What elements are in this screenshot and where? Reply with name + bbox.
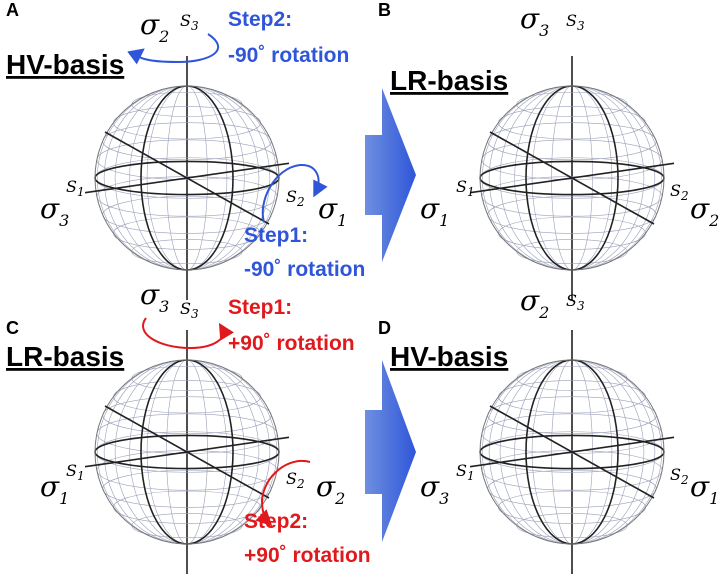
s-right-c: S2 [286, 469, 305, 491]
s-left-a: S1 [66, 177, 85, 199]
step-top-a-line2: -90˚ rotation [228, 44, 349, 67]
sigma-left-c: σ1 [40, 470, 69, 508]
s-left-c: S1 [66, 461, 85, 483]
sigma-right-d: σ1 [690, 470, 719, 508]
sigma-top-a: σ2 [140, 8, 169, 46]
step-top-a-line1: Step2: [228, 8, 292, 31]
poincare-sphere-d [469, 330, 675, 574]
step-bottom-c-line2: +90˚ rotation [244, 544, 371, 567]
rotation-arrow-bottom-a [261, 163, 328, 223]
rotation-arrow-top-c [142, 317, 234, 350]
axis-s2 [489, 131, 655, 225]
axis-s2 [489, 405, 655, 499]
axis-s2 [104, 131, 270, 225]
sigma-top-d: σ2 [520, 284, 549, 322]
sigma-right-c: σ2 [316, 470, 345, 508]
s-right-d: S2 [670, 465, 689, 487]
step-bottom-a-line1: Step1: [244, 224, 308, 247]
s-top-c: S3 [180, 299, 199, 321]
s-left-b: S1 [456, 177, 475, 199]
step-top-c-line1: Step1: [228, 296, 292, 319]
sigma-left-b: σ1 [420, 192, 449, 230]
s-top-d: S3 [566, 291, 585, 313]
sigma-right-a: σ1 [318, 192, 347, 230]
basis-label-c: LR-basis [6, 341, 124, 372]
s-right-b: S2 [670, 181, 689, 203]
sigma-left-d: σ3 [420, 470, 449, 508]
sigma-top-c: σ3 [140, 278, 169, 316]
step-bottom-a-line2: -90˚ rotation [244, 258, 365, 281]
step-bottom-c-line1: Step2: [244, 510, 308, 533]
poincare-sphere-c [84, 330, 290, 574]
s-left-d: S1 [456, 461, 475, 483]
panel-letter-c: C [6, 318, 19, 338]
s-right-a: S2 [286, 187, 305, 209]
sphere-outline [94, 359, 280, 545]
sphere-outline [94, 85, 280, 271]
axis-s2 [104, 405, 270, 499]
rotation-arrow-bottom-c [255, 459, 311, 527]
sphere-outline [479, 85, 665, 271]
step-top-c-line2: +90˚ rotation [228, 332, 355, 355]
panel-letter-a: A [6, 0, 19, 20]
panel-letter-d: D [378, 318, 391, 338]
sigma-top-b: σ3 [520, 2, 549, 40]
basis-label-a: HV-basis [6, 49, 124, 80]
transform-arrow-top [365, 88, 416, 262]
s-top-b: S3 [566, 11, 585, 33]
panel-letter-b: B [378, 0, 391, 20]
sigma-right-b: σ2 [690, 192, 719, 230]
basis-label-b: LR-basis [390, 65, 508, 96]
sigma-left-a: σ3 [40, 192, 69, 230]
poincare-sphere-b [469, 56, 675, 300]
rotation-arrow-top-a [127, 33, 220, 65]
sphere-outline [479, 359, 665, 545]
basis-label-d: HV-basis [390, 341, 508, 372]
s-top-a: S3 [180, 11, 199, 33]
transform-arrow-bottom [365, 360, 416, 542]
